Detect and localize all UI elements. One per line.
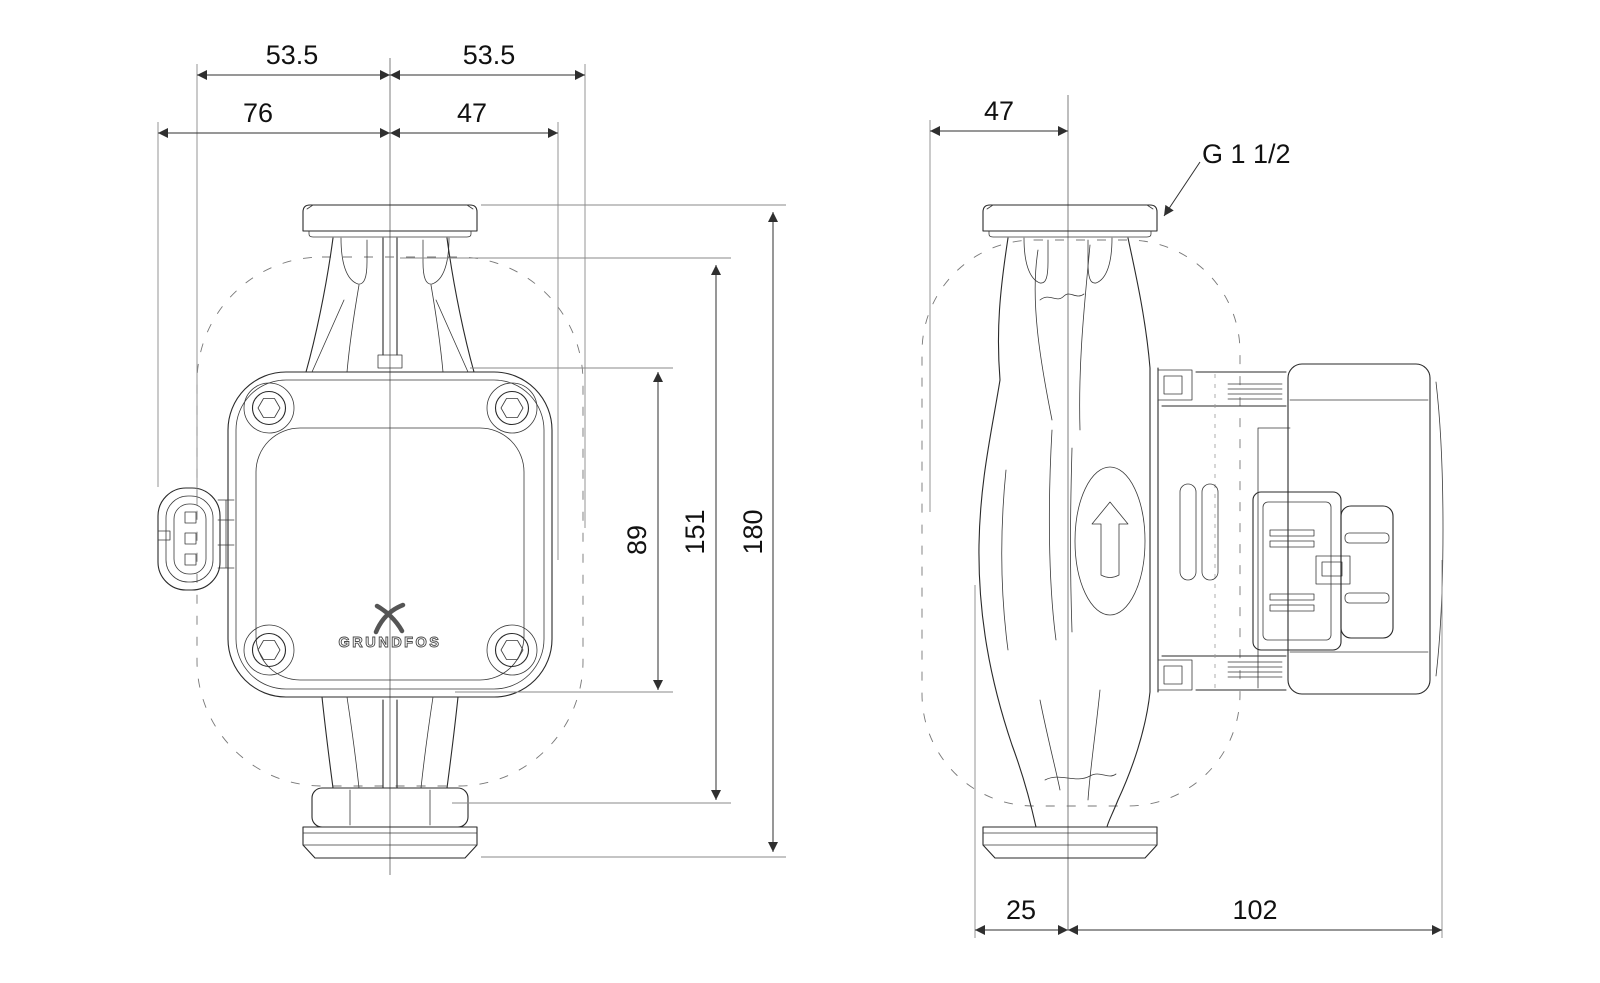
dim-label-envelope-right: 53.5 [463,40,516,70]
grundfos-logo-text: GRUNDFOS [339,635,442,651]
side-bottom-port [982,826,1158,859]
side-rotation-envelope-dashed [921,239,1241,807]
dim-label-axis-to-body: 47 [457,98,487,128]
dim-label-axis-to-rear: 25 [1006,895,1036,925]
front-lower-neck [321,696,459,789]
front-bottom-port [302,787,478,859]
flow-direction-badge [1074,466,1146,616]
flow-arrow-up-icon [1091,501,1129,578]
dim-label-axis-to-front: 102 [1232,895,1277,925]
screw-bottom-right [486,624,538,676]
dim-label-stator-height: 89 [622,525,652,555]
grundfos-propeller-icon [373,602,406,635]
side-union-ears [1023,237,1113,284]
front-neck [305,237,475,373]
side-top-flange [982,204,1158,238]
front-union-ears [340,237,450,285]
front-pump-body [227,371,553,698]
front-dimension-labels: 53.5 53.5 76 47 89 151 180 [243,40,768,555]
screw-top-right [486,382,538,434]
side-dimension-labels: 47 25 102 [984,96,1278,925]
port-thread-label: G 1 1/2 [1202,139,1291,169]
front-electrical-connector [157,487,235,591]
front-dimension-lines [158,70,778,852]
side-mounting-plate [1149,367,1193,693]
side-dimension-lines [930,126,1442,935]
dim-label-envelope-left: 53.5 [266,40,319,70]
dim-label-envelope-to-axis: 47 [984,96,1014,126]
dim-label-connector-to-axis: 76 [243,98,273,128]
front-rotation-envelope-dashed [196,256,584,787]
front-top-flange [302,204,478,238]
screw-bottom-left [243,624,295,676]
port-thread-callout: G 1 1/2 [1163,139,1291,217]
side-extension-lines [929,120,1443,938]
dim-label-axis-height: 151 [680,509,710,554]
dim-label-port-to-port: 180 [738,509,768,554]
side-view: G 1 1/2 47 25 102 [921,95,1444,938]
front-corner-screws [243,382,538,676]
side-stator-housing [1161,371,1291,691]
front-extension-lines [157,64,786,858]
port-thread-leader-line [1163,161,1201,217]
screw-top-left [243,382,295,434]
front-view: GRUNDFOS [157,40,786,875]
terminal-connector [1252,491,1394,651]
side-volute-housing [978,237,1151,828]
side-control-box [1287,363,1444,695]
grundfos-logo: GRUNDFOS [338,602,442,651]
